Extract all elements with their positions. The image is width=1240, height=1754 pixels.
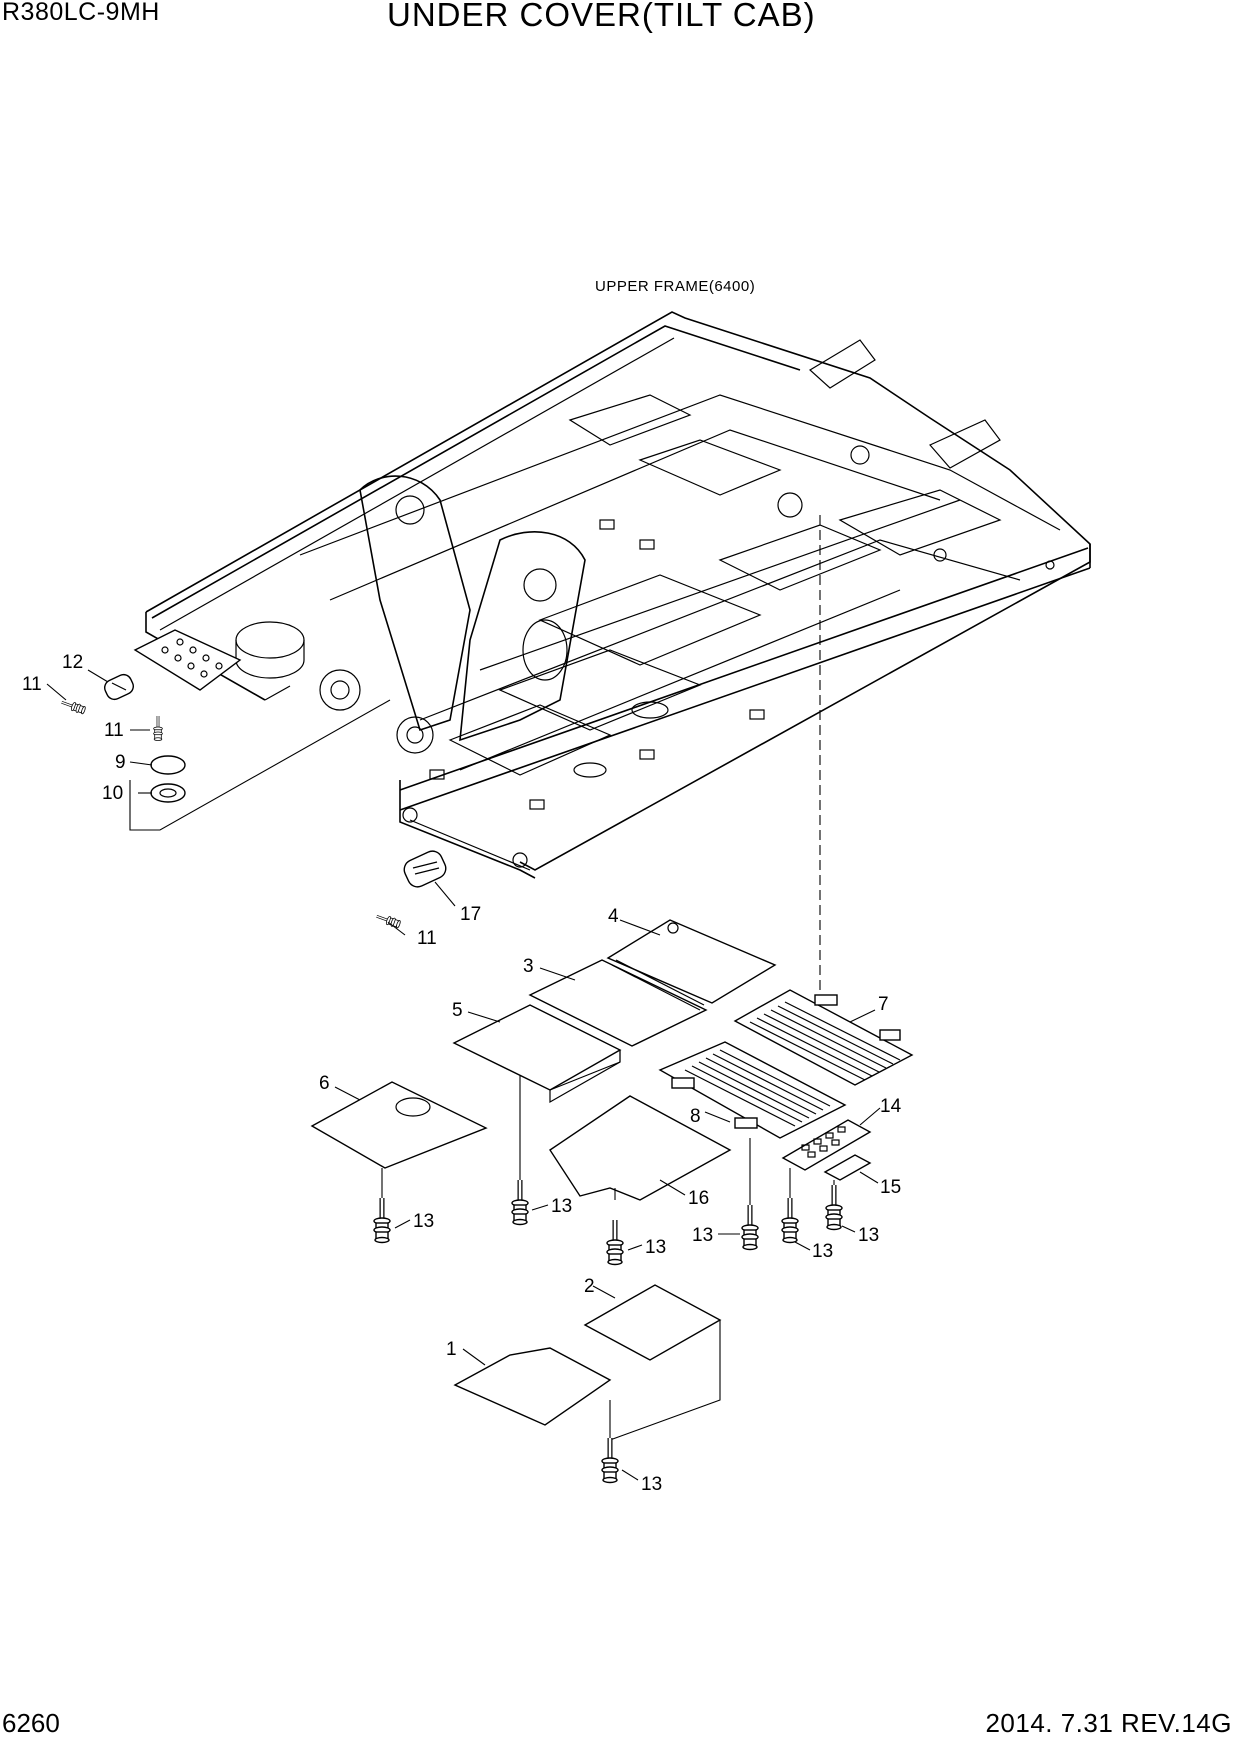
callout-17: 17 [460,904,481,925]
callout-9: 9 [115,752,126,773]
callout-14: 14 [880,1096,902,1117]
callout-4: 4 [608,906,619,927]
callout-numbers: 12 11 11 9 10 17 11 4 3 5 7 6 8 14 15 16… [22,652,902,1495]
callout-13: 13 [641,1474,662,1495]
bolt-leaders [381,1050,835,1441]
callout-13: 13 [645,1237,666,1258]
callout-15: 15 [880,1177,901,1198]
callout-10: 10 [102,783,123,804]
left-side-parts [58,673,447,931]
frame-label: UPPER FRAME(6400) [595,278,755,295]
callout-leaders [46,669,881,1481]
callout-8: 8 [690,1106,701,1127]
upper-frame [133,311,1091,879]
page-number: 6260 [2,1708,60,1738]
callout-13: 13 [858,1225,879,1246]
callout-13: 13 [551,1196,572,1217]
model-code: R380LC-9MH [2,0,160,26]
cover-plates [310,919,914,1426]
callout-11: 11 [104,720,124,741]
callout-12: 12 [62,652,83,673]
revision-date: 2014. 7.31 REV.14G [985,1708,1232,1738]
page-title: UNDER COVER(TILT CAB) [387,0,816,33]
callout-1: 1 [446,1339,457,1360]
callout-13: 13 [812,1241,833,1262]
callout-3: 3 [523,956,534,977]
callout-2: 2 [584,1276,595,1297]
callout-13: 13 [413,1211,434,1232]
callout-5: 5 [452,1000,463,1021]
callout-11: 11 [417,928,437,949]
callout-16: 16 [688,1188,709,1209]
callout-6: 6 [319,1073,330,1094]
callout-13: 13 [692,1225,713,1246]
callout-7: 7 [878,994,889,1015]
callout-11: 11 [22,674,42,695]
